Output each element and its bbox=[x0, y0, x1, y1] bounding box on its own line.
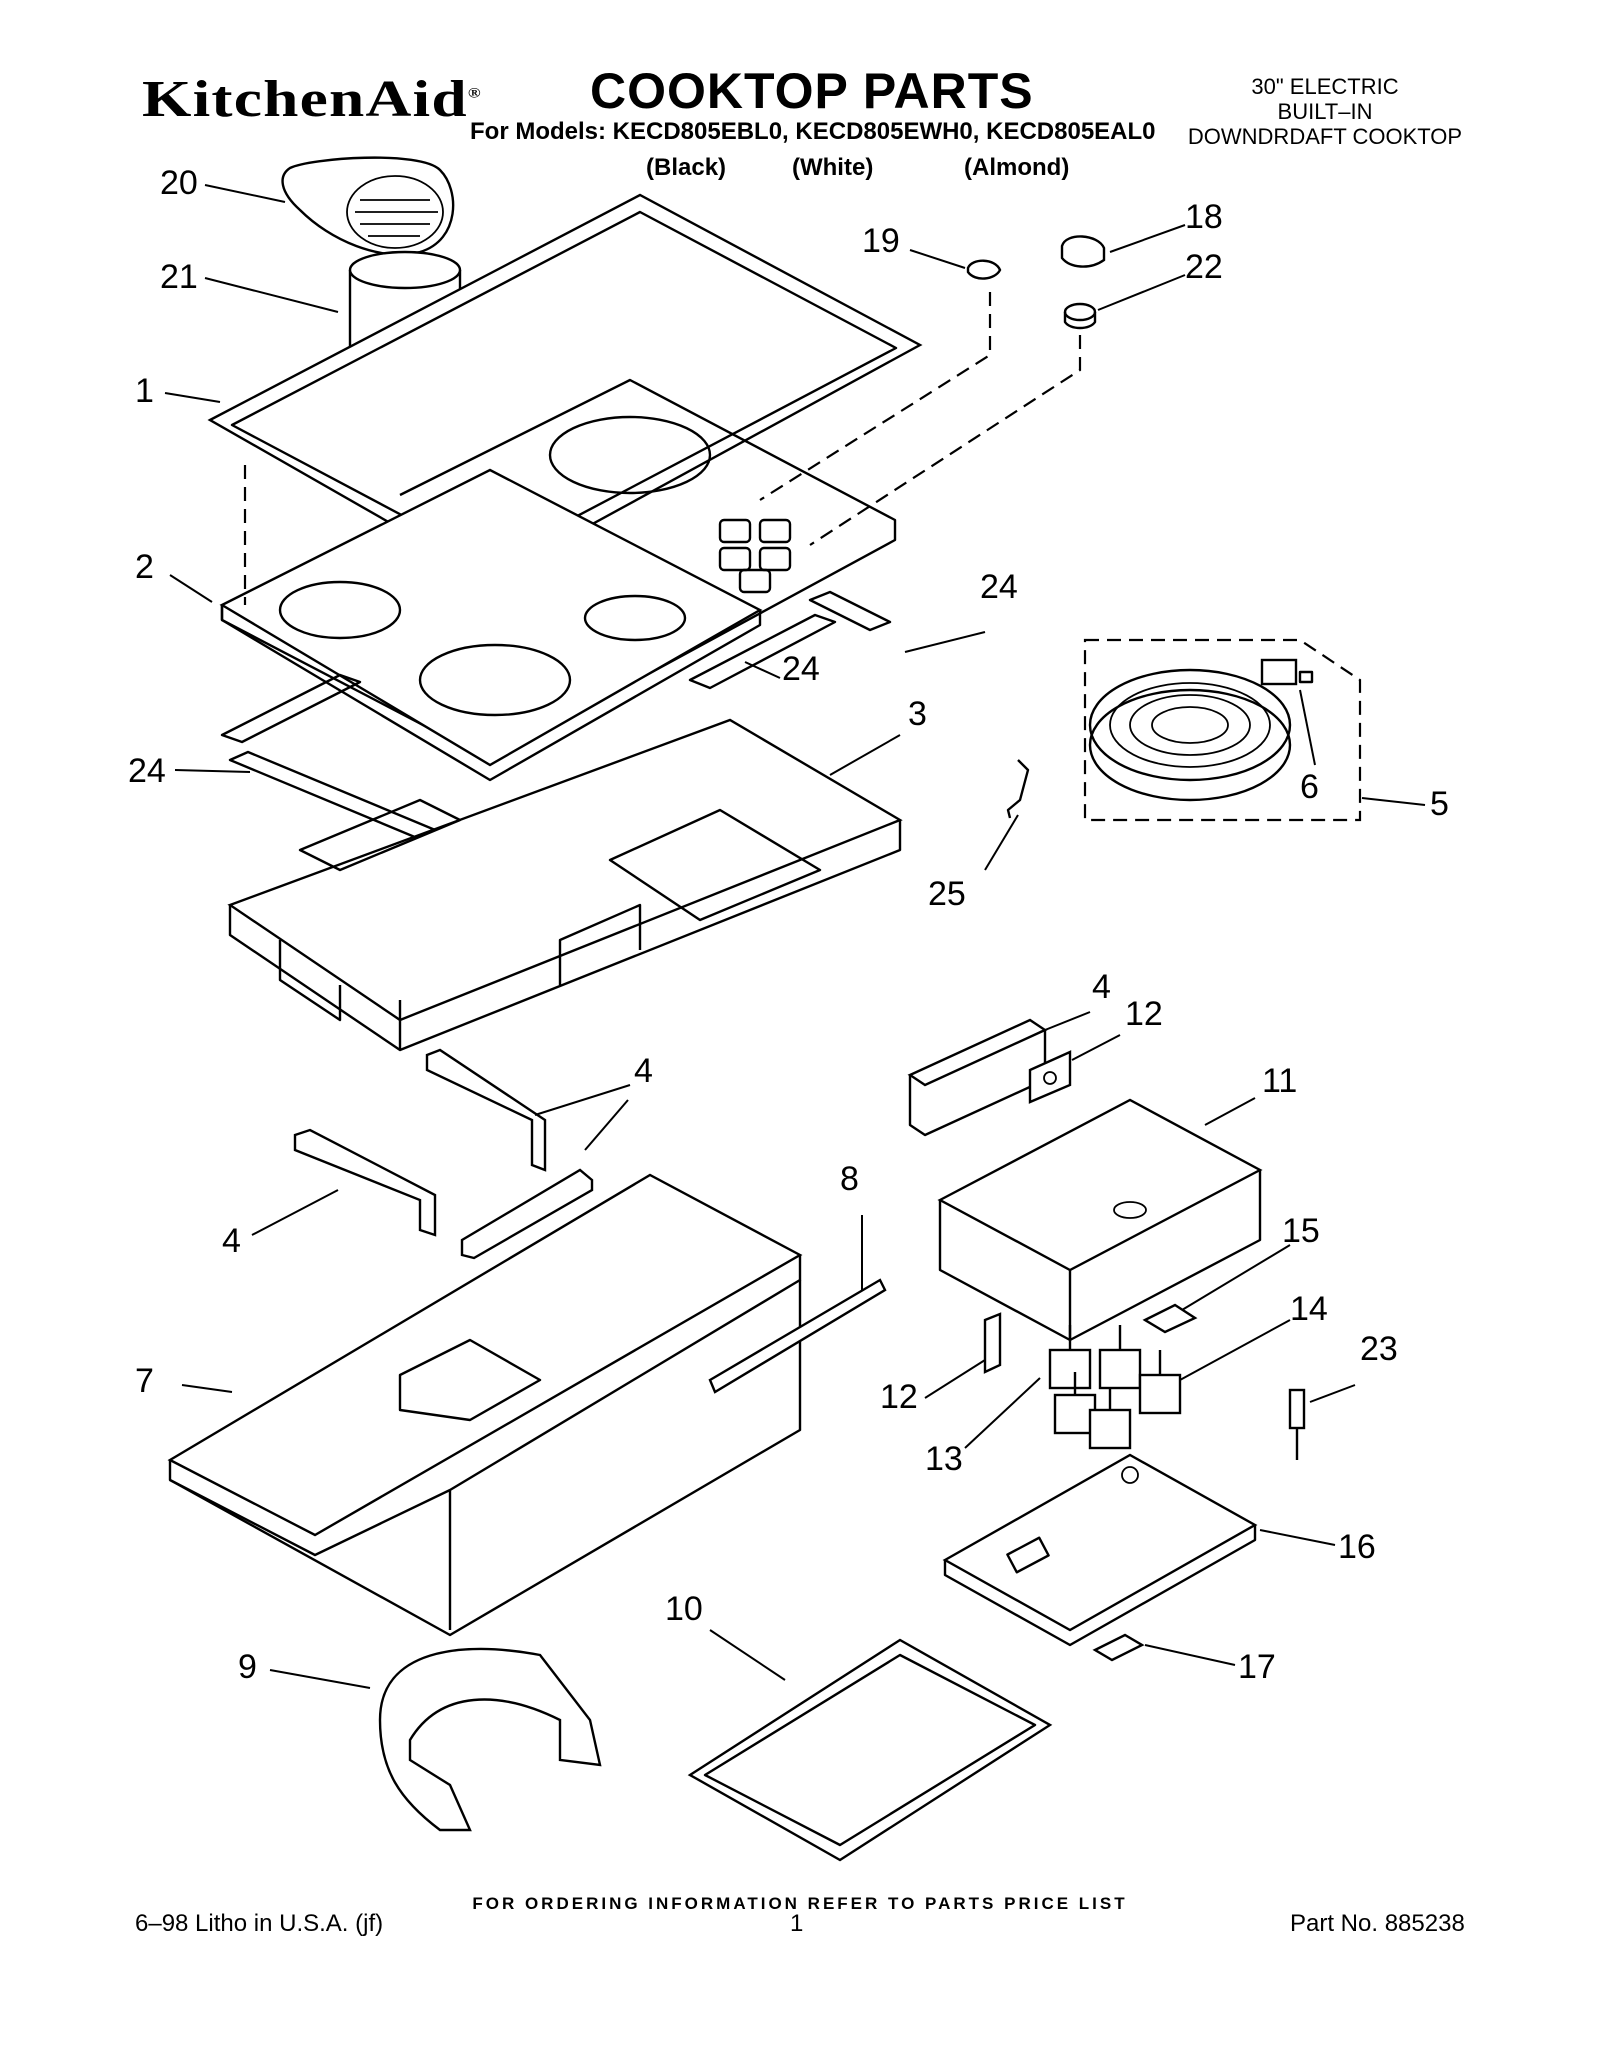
callout-18: 18 bbox=[1185, 198, 1223, 236]
part-bracket-left-b bbox=[293, 1128, 437, 1237]
part-indicator-lens bbox=[966, 259, 1002, 280]
part-bracket-left-a bbox=[425, 1048, 547, 1172]
callout-24-left: 24 bbox=[128, 752, 166, 790]
callout-4-left: 4 bbox=[222, 1222, 241, 1260]
models-line: For Models: KECD805EBL0, KECD805EWH0, KE… bbox=[470, 118, 1156, 145]
part-knob bbox=[1060, 235, 1106, 268]
callout-24-mid: 24 bbox=[782, 650, 820, 688]
callout-8: 8 bbox=[840, 1160, 859, 1198]
callout-6: 6 bbox=[1300, 768, 1319, 806]
callout-10: 10 bbox=[665, 1590, 703, 1628]
part-drip-tray bbox=[687, 1638, 1053, 1862]
part-bracket-right bbox=[907, 1018, 1048, 1137]
product-line-3: DOWNDRDAFT COOKTOP bbox=[1187, 124, 1463, 149]
color-white: (White) bbox=[792, 154, 874, 181]
color-almond: (Almond) bbox=[964, 154, 1070, 181]
callout-21: 21 bbox=[160, 258, 198, 296]
callout-11: 11 bbox=[1262, 1062, 1298, 1100]
part-bracket-plate-12a bbox=[1028, 1050, 1072, 1104]
callout-14: 14 bbox=[1290, 1290, 1328, 1328]
callout-2: 2 bbox=[135, 548, 154, 586]
callout-9: 9 bbox=[238, 1648, 257, 1686]
part-wrap-shield bbox=[378, 1647, 602, 1832]
dashed-line-22 bbox=[809, 335, 1082, 546]
part-plate-17 bbox=[1092, 1633, 1145, 1662]
callout-1: 1 bbox=[135, 372, 154, 410]
part-fuse-23 bbox=[1288, 1388, 1306, 1460]
callout-17: 17 bbox=[1238, 1648, 1276, 1686]
callout-5: 5 bbox=[1430, 785, 1449, 823]
part-base-tray bbox=[167, 1173, 803, 1637]
callout-25: 25 bbox=[928, 875, 966, 913]
page-number: 1 bbox=[790, 1910, 804, 1937]
color-black: (Black) bbox=[646, 154, 727, 181]
callout-19: 19 bbox=[862, 222, 900, 260]
brand-logo: KitchenAid® bbox=[142, 70, 482, 129]
callout-12-bottom: 12 bbox=[880, 1378, 918, 1416]
callout-15: 15 bbox=[1282, 1212, 1320, 1250]
callout-12-top: 12 bbox=[1125, 995, 1163, 1033]
callout-24-top: 24 bbox=[980, 568, 1018, 606]
product-description: 30" ELECTRIC BUILT–IN DOWNDRDAFT COOKTOP bbox=[1160, 74, 1490, 149]
registered-mark: ® bbox=[467, 86, 482, 102]
callout-13: 13 bbox=[925, 1440, 963, 1478]
part-plate-15 bbox=[1142, 1303, 1198, 1334]
part-bracket-plate-12b bbox=[983, 1312, 1002, 1374]
part-chassis bbox=[227, 718, 903, 1052]
callout-20: 20 bbox=[160, 164, 198, 202]
callout-23: 23 bbox=[1360, 1330, 1398, 1368]
part-radiant-element bbox=[1083, 638, 1362, 822]
part-bottom-pan bbox=[942, 1453, 1258, 1647]
leader-lines bbox=[164, 184, 1426, 1689]
callout-16: 16 bbox=[1338, 1528, 1376, 1566]
part-number: Part No. 885238 bbox=[1290, 1910, 1465, 1937]
product-line-1: 30" ELECTRIC bbox=[1251, 74, 1399, 99]
callout-4-right: 4 bbox=[1092, 968, 1111, 1006]
part-vent-grille bbox=[281, 156, 455, 256]
dashed-line-19 bbox=[759, 292, 992, 501]
part-control-box bbox=[937, 1098, 1263, 1342]
part-glass-surface bbox=[219, 468, 763, 782]
callout-22: 22 bbox=[1185, 248, 1223, 286]
callout-7: 7 bbox=[135, 1362, 154, 1400]
callout-4-mid: 4 bbox=[634, 1052, 653, 1090]
product-line-2: BUILT–IN bbox=[1277, 99, 1373, 124]
ordering-note: FOR ORDERING INFORMATION REFER TO PARTS … bbox=[472, 1894, 1128, 1913]
part-switches bbox=[1048, 1325, 1182, 1450]
part-strip-8 bbox=[708, 1278, 887, 1394]
litho-note: 6–98 Litho in U.S.A. (jf) bbox=[135, 1910, 384, 1937]
callout-3: 3 bbox=[908, 695, 927, 733]
part-clip-25 bbox=[1006, 759, 1030, 819]
brand-logo-text: KitchenAid bbox=[142, 71, 468, 128]
page-title: COOKTOP PARTS bbox=[590, 63, 1034, 119]
part-knob-adapter bbox=[1063, 302, 1097, 330]
part-bracket-left-c bbox=[460, 1168, 594, 1260]
